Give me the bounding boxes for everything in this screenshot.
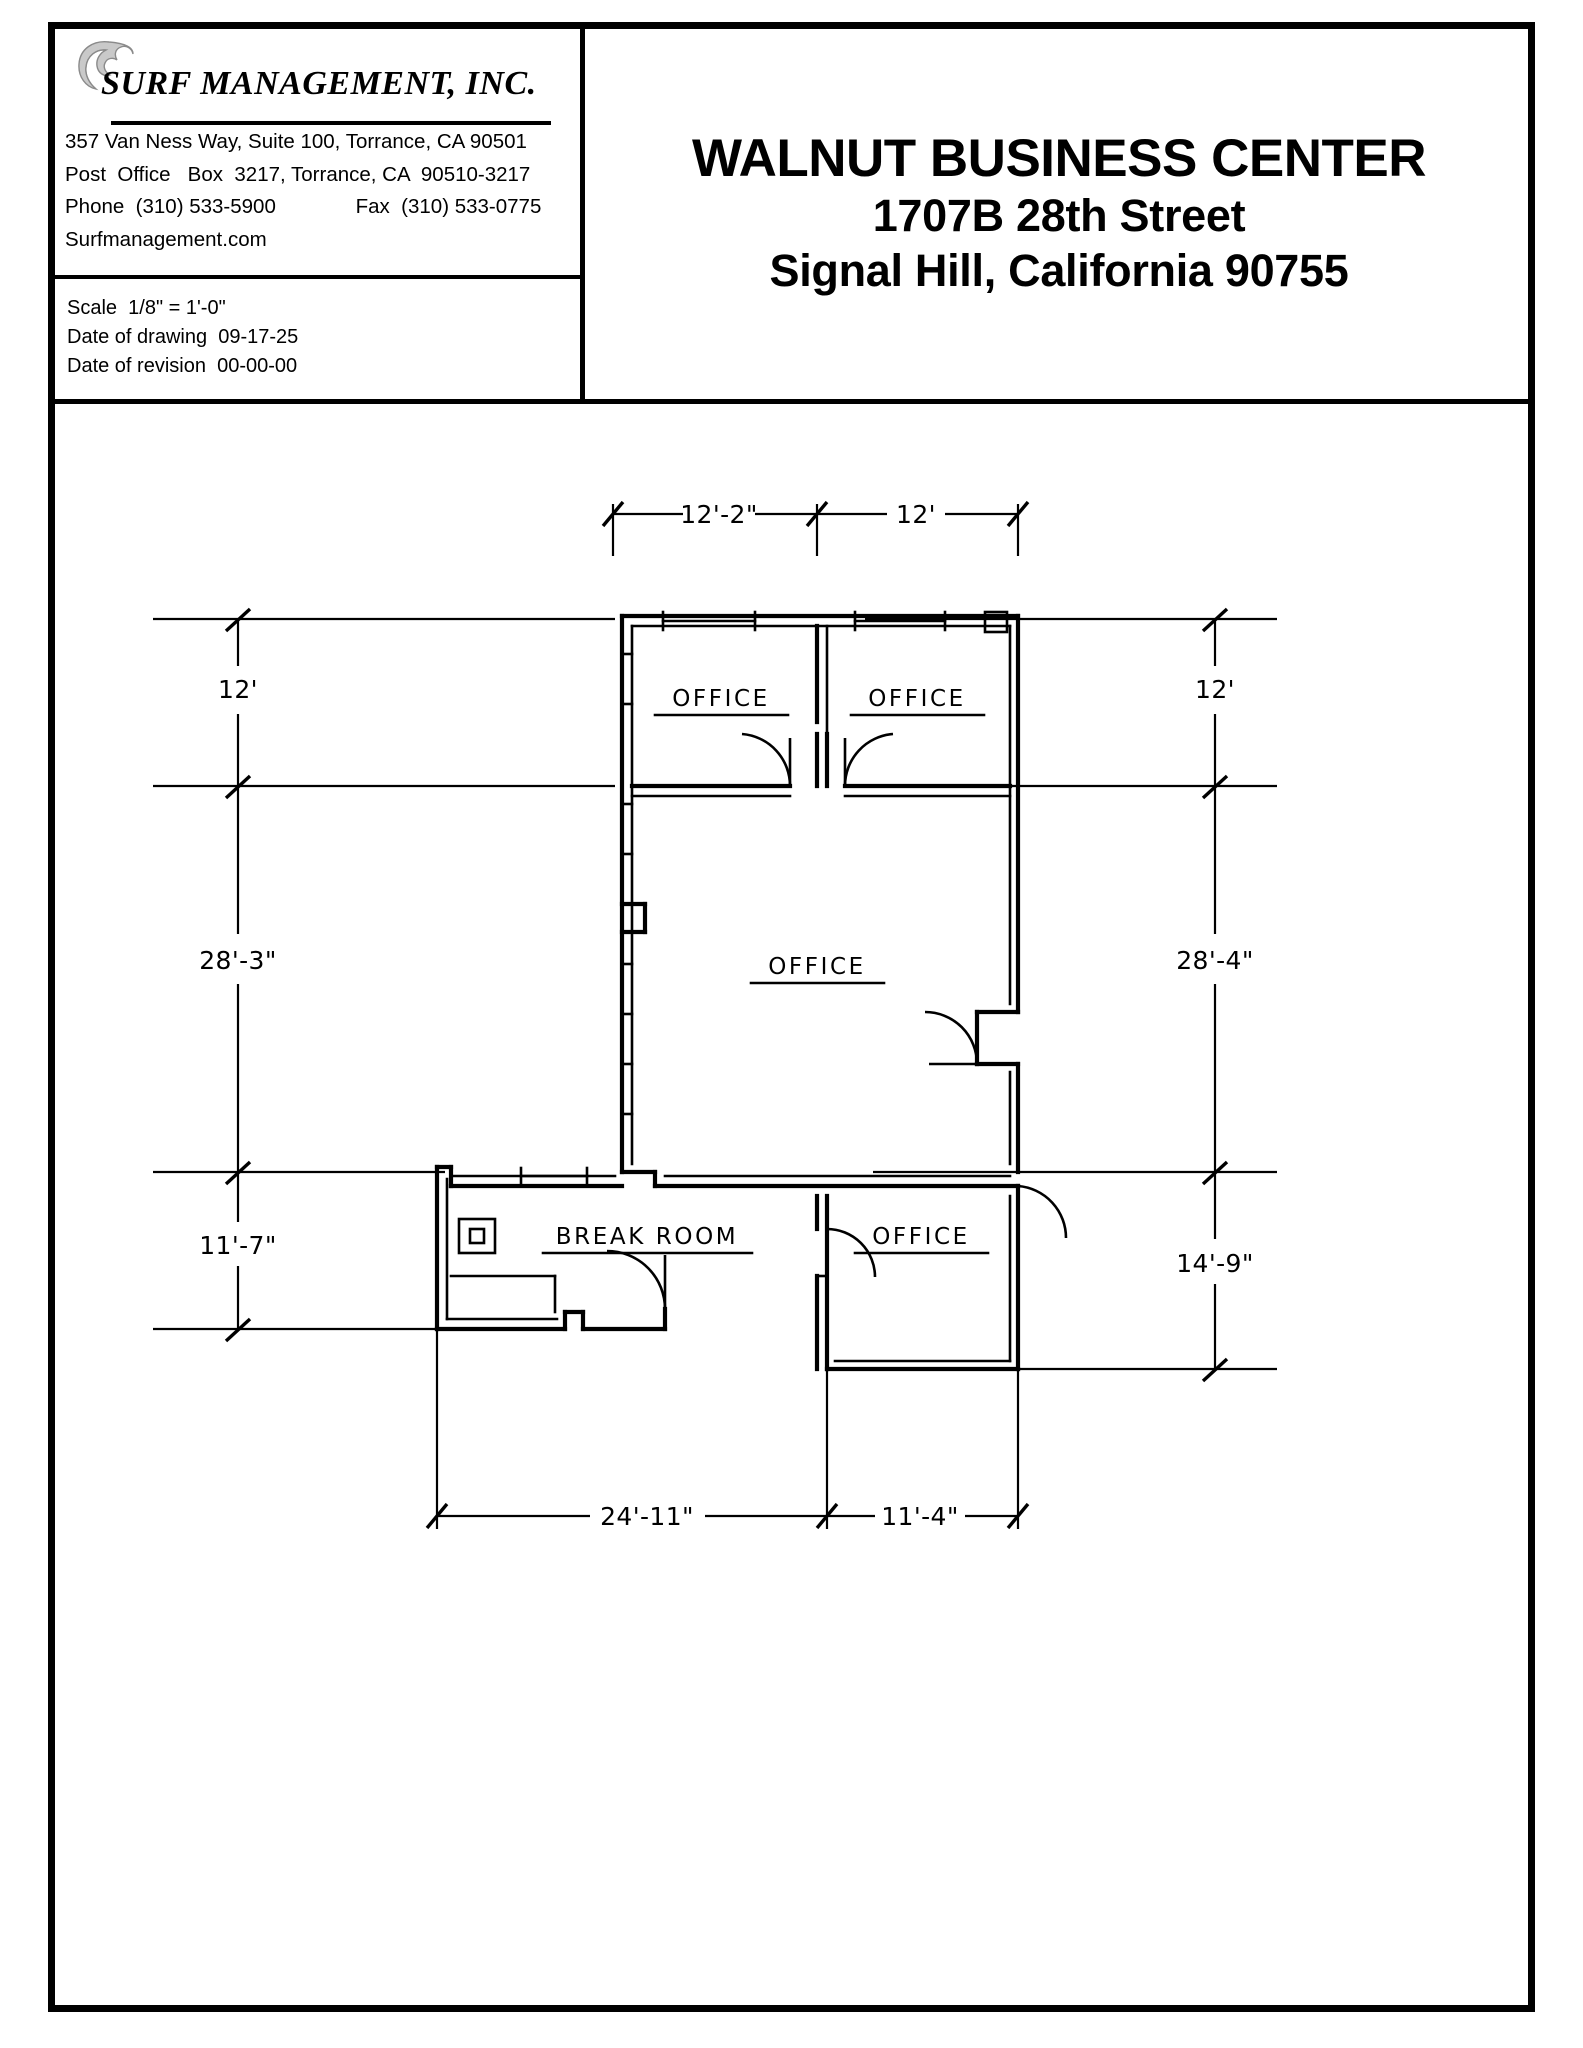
date-of-revision: Date of revision 00-00-00 bbox=[67, 354, 298, 377]
interior-partitions bbox=[620, 610, 1013, 1372]
svg-text:OFFICE: OFFICE bbox=[872, 1224, 970, 1250]
room-labels: OFFICE OFFICE OFFICE BREAK ROOM OFFICE bbox=[541, 686, 990, 1255]
svg-text:OFFICE: OFFICE bbox=[868, 686, 966, 712]
drawing-meta-panel: Scale 1/8" = 1'-0" Date of drawing 09-17… bbox=[55, 279, 580, 404]
window-break-room bbox=[519, 1166, 589, 1188]
window-left-wall bbox=[620, 652, 634, 1116]
company-address-line-2: Post Office Box 3217, Torrance, CA 90510… bbox=[65, 162, 531, 186]
company-website[interactable]: Surfmanagement.com bbox=[65, 227, 267, 251]
room-label-break-room: BREAK ROOM bbox=[541, 1224, 754, 1255]
title-block: SURF MANAGEMENT, INC. 357 Van Ness Way, … bbox=[55, 29, 1528, 404]
project-city-state-zip: Signal Hill, California 90755 bbox=[769, 245, 1349, 297]
svg-text:OFFICE: OFFICE bbox=[768, 954, 866, 980]
company-name: SURF MANAGEMENT, INC. bbox=[101, 65, 537, 102]
sheet-border bbox=[48, 22, 1535, 2012]
dim-left-middle: 28'-3" bbox=[199, 946, 277, 975]
room-label-office-bottom: OFFICE bbox=[853, 1224, 990, 1255]
drawing-scale: Scale 1/8" = 1'-0" bbox=[67, 297, 226, 319]
surf-wave-logo-icon bbox=[78, 41, 134, 91]
dim-bottom-right: 11'-4" bbox=[881, 1502, 959, 1531]
company-info-panel: SURF MANAGEMENT, INC. 357 Van Ness Way, … bbox=[55, 29, 580, 279]
floor-plan-svg: 12'-2" 12' 12' 28'-3" bbox=[153, 500, 1277, 1531]
svg-text:BREAK ROOM: BREAK ROOM bbox=[556, 1224, 738, 1250]
dim-right-upper: 12' bbox=[1195, 675, 1235, 704]
project-name: WALNUT BUSINESS CENTER bbox=[692, 128, 1426, 188]
appliance-symbol bbox=[457, 1217, 497, 1255]
building-shell-walls bbox=[434, 613, 1021, 1372]
title-block-left-column: SURF MANAGEMENT, INC. 357 Van Ness Way, … bbox=[55, 29, 585, 399]
svg-text:OFFICE: OFFICE bbox=[672, 686, 770, 712]
dim-left-lower: 11'-7" bbox=[199, 1231, 277, 1260]
company-phone-fax-line: Phone (310) 533-5900 Fax (310) 533-0775 bbox=[65, 195, 542, 219]
left-dimension-group: 12' 28'-3" 11'-7" bbox=[153, 607, 615, 1343]
project-street-address: 1707B 28th Street bbox=[872, 190, 1246, 242]
top-dimension-group: 12'-2" 12' bbox=[601, 500, 1030, 556]
date-of-drawing: Date of drawing 09-17-25 bbox=[67, 325, 299, 348]
dim-right-middle: 28'-4" bbox=[1176, 946, 1254, 975]
dim-right-lower: 14'-9" bbox=[1176, 1249, 1254, 1278]
floor-plan-drawing: 12'-2" 12' 12' 28'-3" bbox=[55, 404, 1528, 2005]
room-label-office-top-right: OFFICE bbox=[849, 686, 986, 717]
door-swings bbox=[606, 732, 1068, 1310]
company-address-line-1: 357 Van Ness Way, Suite 100, Torrance, C… bbox=[65, 130, 527, 153]
company-logo: SURF MANAGEMENT, INC. bbox=[63, 37, 580, 125]
window-top-wall bbox=[661, 610, 1009, 634]
dim-top-right-bay: 12' bbox=[896, 500, 936, 529]
logo-underline bbox=[111, 121, 551, 125]
room-label-office-center: OFFICE bbox=[749, 954, 886, 985]
dim-top-left-bay: 12'-2" bbox=[680, 500, 758, 529]
project-title-panel: WALNUT BUSINESS CENTER 1707B 28th Street… bbox=[590, 29, 1528, 399]
dim-bottom-left: 24'-11" bbox=[600, 1502, 694, 1531]
bottom-dimension-group: 24'-11" 11'-4" bbox=[425, 1329, 1030, 1531]
dim-left-upper: 12' bbox=[218, 675, 258, 704]
room-label-office-top-left: OFFICE bbox=[653, 686, 790, 717]
right-dimension-group: 12' 28'-4" 14'-9" bbox=[865, 607, 1277, 1383]
